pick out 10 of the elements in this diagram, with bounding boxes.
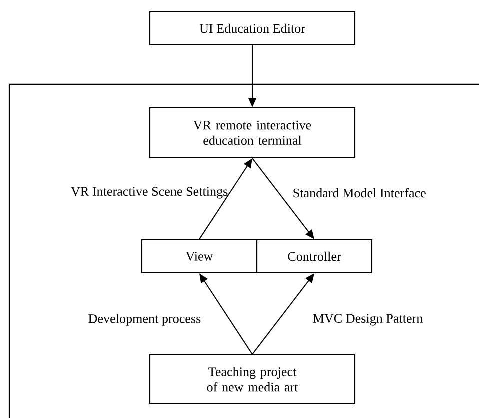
process-box: View (141, 239, 258, 274)
process-box: Teaching project of new media art (149, 354, 356, 405)
process-box: Controller (256, 239, 373, 274)
edge-label: MVC Design Pattern (313, 314, 423, 326)
edge-label: VR Interactive Scene Settings (71, 187, 228, 199)
edge-label: Standard Model Interface (294, 188, 426, 198)
process-box: VR remote interactive education terminal (149, 107, 356, 159)
process-box: UI Education Editor (149, 11, 356, 46)
frame-border (8, 84, 479, 418)
edge-label: Development process (88, 314, 201, 326)
